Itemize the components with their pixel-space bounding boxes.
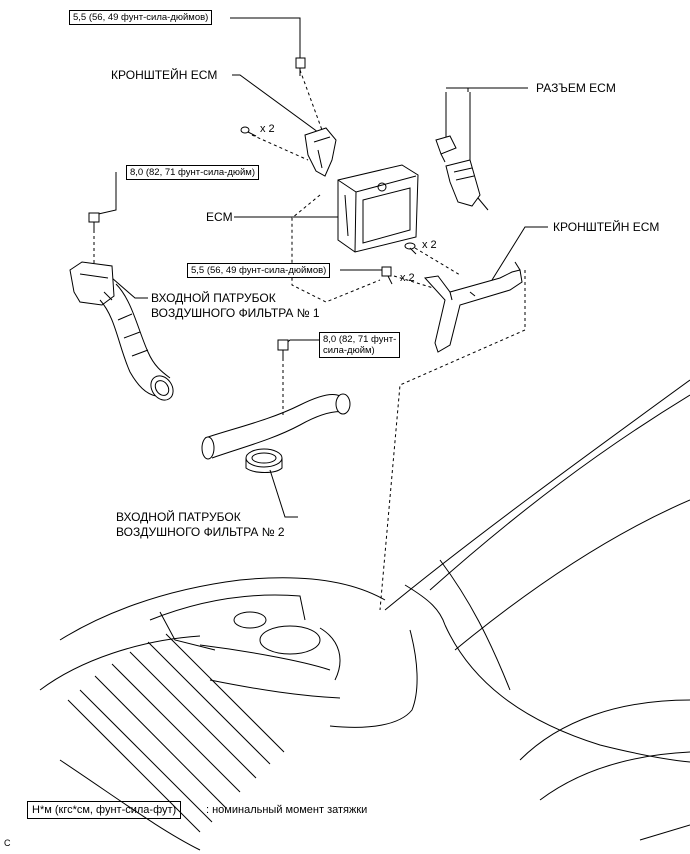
- ecm-unit: [337, 164, 419, 253]
- qty-bracket-screws: x 2: [260, 123, 275, 135]
- torque-spec-inlet-2-line2: сила-дюйм): [323, 345, 375, 356]
- leader-lines: [93, 17, 548, 518]
- ecm-bracket-lower: [424, 261, 523, 353]
- label-ecm-connector: РАЗЪЕМ ECM: [536, 81, 616, 95]
- torque-spec-inlet-2: 8,0 (82, 71 фунт- сила-дюйм): [319, 332, 401, 358]
- label-inlet-1-line1: ВХОДНОЙ ПАТРУБОК: [151, 291, 276, 305]
- label-inlet-1-line2: ВОЗДУШНОГО ФИЛЬТРА № 1: [151, 306, 320, 320]
- label-inlet-2-line2: ВОЗДУШНОГО ФИЛЬТРА № 2: [116, 525, 285, 539]
- torque-spec-ecm-bracket-lower: 5,5 (56, 49 фунт-сила-дюймов): [187, 263, 331, 278]
- ecm-connector: [435, 135, 489, 211]
- torque-spec-inlet-2-line1: 8,0 (82, 71 фунт-: [323, 334, 397, 345]
- legend-torque-units: Н*м (кгс*см, фунт-сила-фут): [27, 801, 182, 819]
- vehicle-front: [39, 379, 690, 851]
- qty-ecm-screws: x 2: [422, 239, 437, 251]
- legend-description: : номинальный момент затяжки: [206, 804, 368, 816]
- torque-spec-inlet-1: 8,0 (82, 71 фунт-сила-дюйм): [126, 165, 259, 180]
- bolts: [88, 57, 417, 358]
- ecm-bracket-upper: [304, 127, 337, 177]
- air-inlet-1: [69, 261, 174, 401]
- label-ecm: ECM: [206, 210, 233, 224]
- qty-bracket-bolts: x 2: [400, 272, 415, 284]
- air-inlet-2: [201, 393, 351, 473]
- label-inlet-2-line1: ВХОДНОЙ ПАТРУБОК: [116, 510, 241, 524]
- torque-spec-ecm-bracket-upper: 5,5 (56, 49 фунт-сила-дюймов): [69, 10, 213, 25]
- label-ecm-bracket-lower: КРОНШТЕЙН ECM: [553, 220, 660, 234]
- label-ecm-bracket-upper: КРОНШТЕЙН ECM: [111, 68, 218, 82]
- figure-code: C: [4, 838, 11, 848]
